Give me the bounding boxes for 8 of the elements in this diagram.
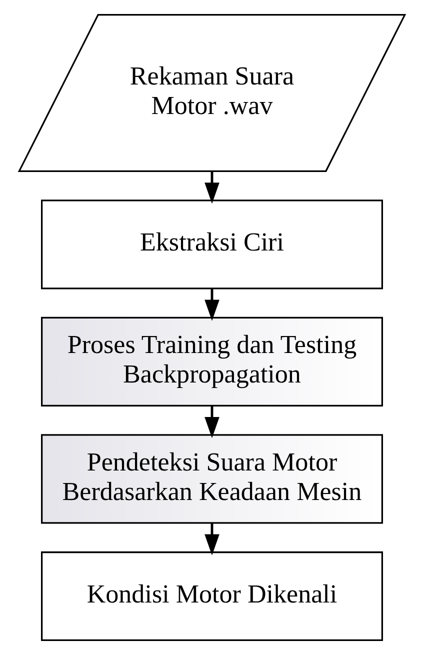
arrow	[204, 288, 220, 321]
arrow	[204, 406, 220, 438]
arrow	[204, 523, 220, 556]
node-box: Kondisi Motor Dikenali	[41, 551, 383, 642]
arrow	[204, 171, 220, 204]
node-box: Proses Training dan Testing Backpropagation	[41, 316, 383, 406]
node-box: Pendeteksi Suara Motor Berdasarkan Keadaan Mesin	[41, 434, 383, 524]
node-box: Ekstraksi Ciri	[41, 200, 383, 290]
